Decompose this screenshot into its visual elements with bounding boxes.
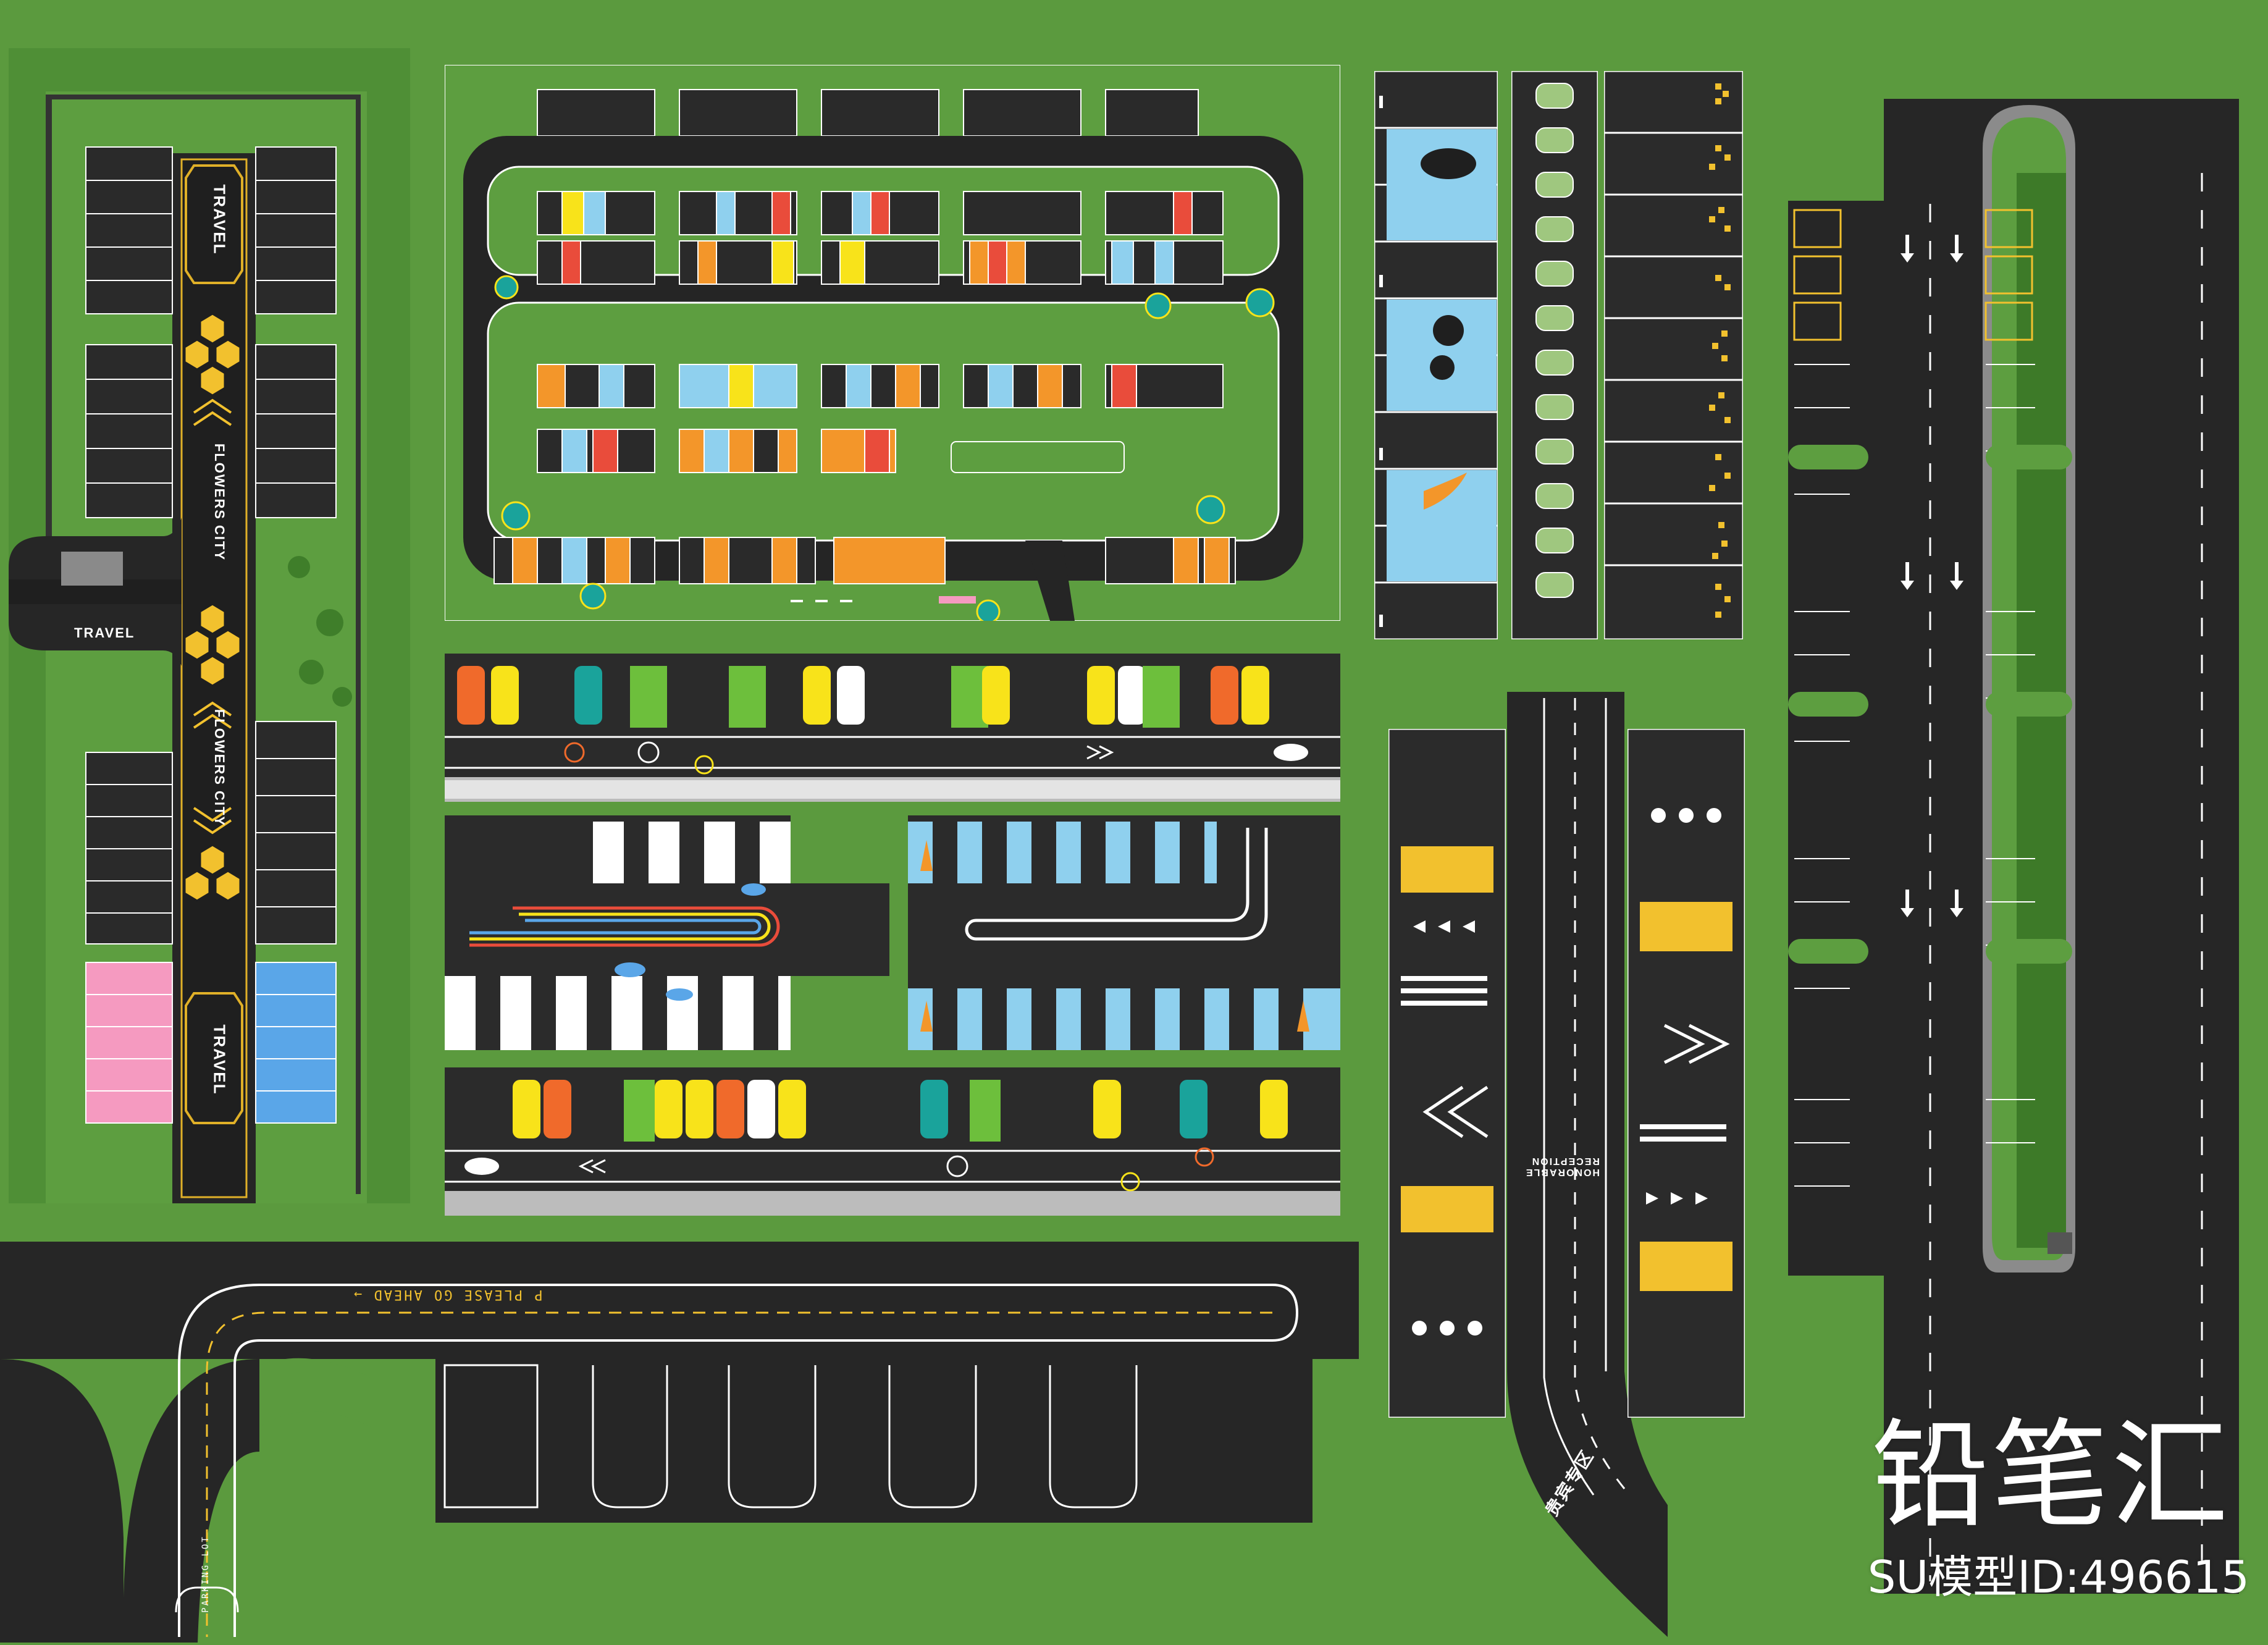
right-large-lot <box>1788 99 2239 1594</box>
planter-parking-column <box>1510 70 1599 641</box>
left-complex-map <box>9 48 410 1203</box>
pixel-column-map <box>1603 70 1744 641</box>
reception-left-map <box>1387 728 1507 1419</box>
leaf-column-map <box>1373 70 1499 641</box>
left-parking-complex <box>9 48 410 1203</box>
reception-road-map <box>1507 692 1674 1637</box>
loop-lot-map <box>444 64 1341 624</box>
right-lot-map <box>1788 99 2239 1594</box>
curve-parking-lot <box>908 815 1340 1050</box>
watermark-model-id: SU模型ID:496615 <box>1867 1551 2249 1603</box>
travel-label-cross: TRAVEL <box>74 625 135 641</box>
reception-road <box>1507 692 1674 1637</box>
travel-label-bottom: TRAVEL <box>210 1024 229 1095</box>
lower-color-row-map <box>445 1067 1340 1216</box>
whale-parking-lot <box>445 815 889 1050</box>
please-go-ahead-label: P PLEASE GO AHEAD → <box>352 1287 543 1302</box>
travel-label-top: TRAVEL <box>210 184 229 255</box>
honorable-reception-label: HONORABLE RECEPTION <box>1524 1156 1600 1177</box>
pixel-parking-column <box>1603 70 1744 641</box>
curve-lot-map <box>908 815 1340 1050</box>
loop-parking-lot <box>444 64 1341 624</box>
parking-lot-label: PARKING LOT <box>200 1535 211 1613</box>
flowers-city-label-top: FLOWERS CITY <box>212 443 228 562</box>
reception-right-map <box>1626 728 1746 1419</box>
bottom-road-map <box>0 1242 1359 1643</box>
upper-color-row-map <box>445 654 1340 802</box>
watermark-title: 铅笔汇 <box>1871 1407 2231 1544</box>
leaf-parking-column <box>1373 70 1499 641</box>
color-stall-row-lower <box>445 1067 1340 1216</box>
reception-lot-left <box>1387 728 1507 1419</box>
reception-lot-right <box>1626 728 1746 1419</box>
flowers-city-label-bottom: FLOWERS CITY <box>212 709 228 827</box>
whale-lot-map <box>445 815 889 1050</box>
planter-column-map <box>1510 70 1599 641</box>
color-stall-row-upper <box>445 654 1340 802</box>
bottom-road-complex <box>0 1242 1359 1643</box>
